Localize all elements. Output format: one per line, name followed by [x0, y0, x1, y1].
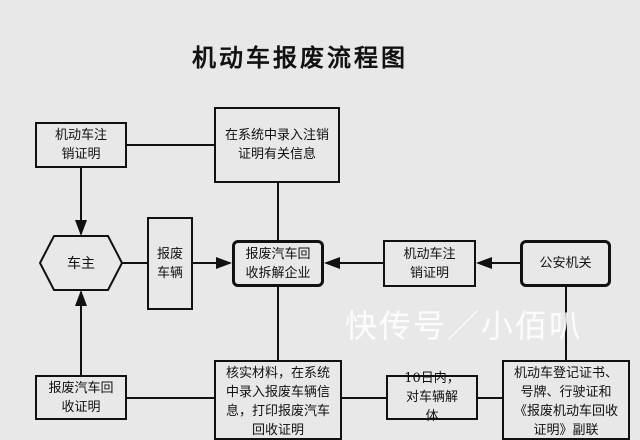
recycler-box: 报废汽车回收拆解企业 — [232, 240, 324, 287]
watermark: 快传号／小佰叭 — [345, 307, 584, 345]
recycle-cert-box: 报废汽车回收证明 — [35, 375, 127, 420]
police-box: 公安机关 — [520, 240, 611, 287]
owner-hexagon — [38, 235, 124, 291]
documents-box: 机动车登记证书、号牌、行驶证和《报废机动车回收证明》副联 — [502, 360, 630, 440]
owner-label: 车主 — [67, 256, 95, 272]
scrap-vehicle-box: 报废车辆 — [147, 217, 193, 310]
page-title: 机动车报废流程图 — [192, 43, 408, 72]
connector-lines — [38, 144, 567, 399]
verify-box: 核实材料，在系统中录入报废车辆信息，打印报废汽车回收证明 — [214, 360, 342, 440]
enter-cancel-info-box: 在系统中录入注销证明有关信息 — [214, 107, 340, 183]
dismantle-box: 10日内，对车辆解体 — [386, 371, 478, 424]
cancel-cert-left-box: 机动车注销证明 — [35, 122, 127, 168]
cancel-cert-right-box: 机动车注销证明 — [383, 240, 476, 287]
